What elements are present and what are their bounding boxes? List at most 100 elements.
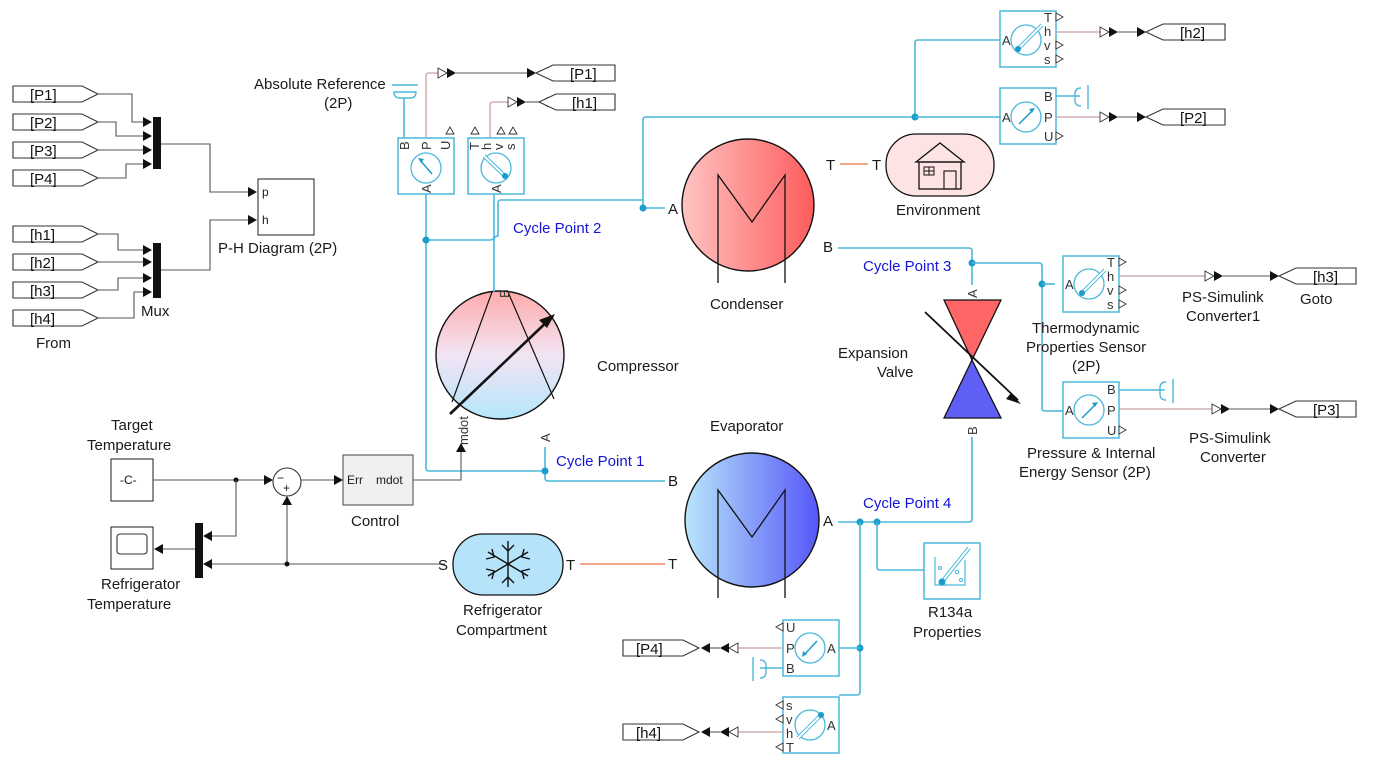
wire-mux-h — [161, 219, 250, 271]
svg-text:T: T — [786, 740, 794, 755]
condenser-block[interactable] — [681, 138, 815, 283]
svg-text:B: B — [397, 141, 412, 150]
target-temperature-constant[interactable]: -C- — [110, 458, 154, 502]
thermo-sensor-4[interactable]: s v h T A — [775, 696, 840, 755]
svg-text:[h1]: [h1] — [572, 95, 597, 112]
thermo-sensor-3-label-2: Properties Sensor — [1026, 339, 1146, 356]
arrow-sum-in-2 — [282, 496, 292, 505]
svg-text:[h1]: [h1] — [30, 227, 55, 244]
wire-p1-ps — [425, 72, 438, 138]
absolute-reference-3[interactable] — [1119, 379, 1174, 403]
from-block-h3[interactable]: [h3] — [12, 281, 100, 300]
wire-cp4-sensors — [839, 522, 861, 696]
svg-text:[h2]: [h2] — [30, 255, 55, 272]
compartment-port-s: S — [438, 557, 448, 574]
svg-text:T: T — [1107, 255, 1115, 270]
refrigerator-compartment-block[interactable] — [452, 533, 564, 596]
arrow-h-in — [248, 215, 257, 225]
ps-converter-p2[interactable] — [1099, 111, 1118, 123]
compartment-label-1: Refrigerator — [463, 602, 542, 619]
thermo-sensor-1[interactable]: T h v s A — [467, 126, 525, 195]
absolute-reference-label-2: (2P) — [324, 95, 352, 112]
evaporator-port-a: A — [823, 513, 833, 530]
goto-block-h3[interactable]: [h3] — [1277, 267, 1357, 286]
r134a-label-2: Properties — [913, 624, 981, 641]
compressor-block[interactable] — [435, 290, 565, 420]
r134a-properties-block[interactable] — [923, 542, 981, 600]
expansion-valve-block[interactable] — [924, 299, 1021, 419]
scope-block[interactable] — [110, 526, 154, 570]
from-block-p2[interactable]: [P2] — [12, 113, 100, 132]
ps-converter1[interactable] — [1204, 270, 1223, 282]
ps-converter-h1[interactable] — [507, 96, 526, 108]
sum-block[interactable]: − + — [272, 467, 302, 497]
mux-label: Mux — [141, 303, 170, 320]
wire-comp-a-evap-b — [544, 447, 665, 482]
ps-converter[interactable] — [1211, 403, 1230, 415]
goto-block-p2[interactable]: [P2] — [1144, 108, 1226, 127]
evaporator-block[interactable] — [684, 452, 820, 598]
control-block[interactable]: Err mdot — [342, 454, 414, 506]
ph-diagram-block[interactable]: p h — [257, 178, 315, 236]
svg-text:U: U — [438, 141, 453, 150]
goto-block-p4[interactable]: [P4] — [622, 639, 701, 658]
arrow-p4-goto — [701, 643, 710, 653]
junction-feedback — [284, 561, 290, 567]
absolute-reference-2[interactable] — [1056, 85, 1089, 109]
svg-text:v: v — [1044, 38, 1051, 53]
expansion-valve-label-2: Valve — [877, 364, 913, 381]
cycle-point-3-label: Cycle Point 3 — [863, 258, 951, 275]
from-block-p3[interactable]: [P3] — [12, 141, 100, 160]
environment-block[interactable] — [885, 133, 995, 197]
from-block-h2[interactable]: [h2] — [12, 253, 100, 272]
pressure-sensor-4[interactable]: U P B A — [775, 619, 840, 677]
absolute-reference-icon[interactable] — [392, 84, 418, 138]
goto-block-h2[interactable]: [h2] — [1144, 23, 1226, 42]
from-block-p1[interactable]: [P1] — [12, 85, 100, 104]
svg-text:[P3]: [P3] — [30, 143, 57, 160]
thermo-sensor-3[interactable]: A T h v s — [1062, 255, 1127, 313]
goto-block-p1[interactable]: [P1] — [534, 64, 616, 83]
svg-text:A: A — [827, 641, 836, 656]
arrow-p3-goto — [1270, 404, 1279, 414]
evaporator-port-t: T — [668, 556, 677, 573]
ps-converter-p4[interactable] — [720, 642, 739, 654]
from-block-h1[interactable]: [h1] — [12, 225, 100, 244]
evaporator-port-b: B — [668, 473, 678, 490]
absolute-reference-4[interactable] — [752, 657, 783, 681]
svg-text:[P2]: [P2] — [1180, 110, 1207, 127]
svg-text:P: P — [1107, 403, 1116, 418]
svg-text:U: U — [786, 620, 795, 635]
mux-p-bar[interactable] — [153, 117, 161, 169]
ps-converter-p1[interactable] — [437, 67, 456, 79]
ph-diagram-label: P-H Diagram (2P) — [218, 240, 337, 257]
arrow-h4-goto — [701, 727, 710, 737]
svg-text:-C-: -C- — [120, 473, 137, 487]
svg-text:+: + — [283, 481, 290, 495]
pressure-sensor-3-label-2: Energy Sensor (2P) — [1019, 464, 1151, 481]
ps-converter-h4[interactable] — [720, 726, 739, 738]
goto-block-h4[interactable]: [h4] — [622, 723, 701, 742]
from-block-h4[interactable]: [h4] — [12, 309, 100, 328]
valve-port-b: B — [965, 426, 980, 435]
mux-scope-bar[interactable] — [195, 523, 203, 578]
pressure-sensor-3[interactable]: A B P U — [1062, 381, 1127, 439]
thermo-sensor-2[interactable]: A T h v s — [999, 10, 1064, 68]
arrow-scope-in — [154, 544, 163, 554]
svg-text:−: − — [277, 471, 284, 485]
pressure-sensor-2[interactable]: A B P U — [999, 87, 1064, 145]
ps-converter-label-2: Converter — [1200, 449, 1266, 466]
svg-text:B: B — [1044, 89, 1053, 104]
control-label: Control — [351, 513, 399, 530]
ps-converter-h2[interactable] — [1099, 26, 1118, 38]
goto-block-h1[interactable]: [h1] — [537, 93, 616, 112]
from-block-p4[interactable]: [P4] — [12, 169, 100, 188]
ps-converter1-label-2: Converter1 — [1186, 308, 1260, 325]
from-label: From — [36, 335, 71, 352]
mux-h-bar[interactable] — [153, 243, 161, 298]
arrow-h3-goto — [1270, 271, 1279, 281]
junction-cp1-sensors — [422, 236, 430, 244]
junction-cp2 — [639, 204, 647, 212]
goto-block-p3[interactable]: [P3] — [1277, 400, 1357, 419]
goto-label: Goto — [1300, 291, 1333, 308]
